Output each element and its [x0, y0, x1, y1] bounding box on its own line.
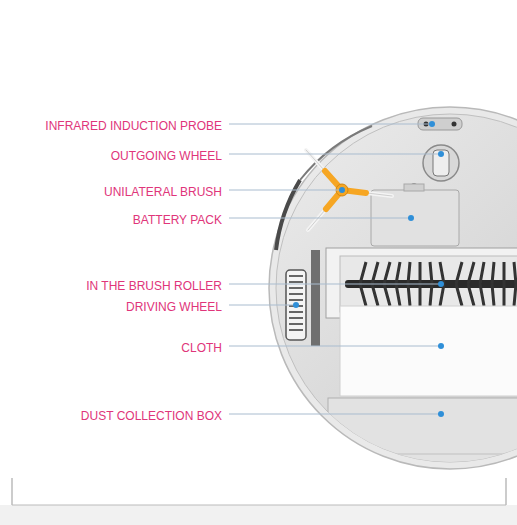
ground-strip — [0, 505, 517, 525]
part-label: INFRARED INDUCTION PROBE — [44, 119, 223, 133]
part-label: CLOTH — [180, 341, 223, 355]
cloth — [340, 306, 517, 396]
label-holder: BATTERY PACK — [3, 210, 223, 228]
frame-line — [506, 478, 507, 505]
part-label: DRIVING WHEEL — [125, 300, 223, 314]
label-holder: DRIVING WHEEL — [3, 297, 223, 315]
part-label: BATTERY PACK — [132, 213, 223, 227]
label-holder: IN THE BRUSH ROLLER — [3, 276, 223, 294]
part-label: OUTGOING WHEEL — [110, 149, 223, 163]
label-holder: OUTGOING WHEEL — [3, 146, 223, 164]
frame-line — [12, 478, 13, 505]
label-holder: CLOTH — [3, 338, 223, 356]
dust-box — [328, 398, 517, 468]
outgoing-wheel — [423, 145, 459, 181]
leader-lines — [229, 124, 441, 414]
label-holder: DUST COLLECTION BOX — [3, 406, 223, 424]
label-holder: INFRARED INDUCTION PROBE — [3, 116, 223, 134]
vacuum-body — [269, 107, 517, 469]
leader-dots — [293, 121, 444, 417]
part-label: IN THE BRUSH ROLLER — [85, 279, 223, 293]
frame-line — [12, 505, 506, 506]
part-label: UNILATERAL BRUSH — [103, 185, 223, 199]
label-holder: UNILATERAL BRUSH — [3, 182, 223, 200]
part-label: DUST COLLECTION BOX — [80, 409, 223, 423]
